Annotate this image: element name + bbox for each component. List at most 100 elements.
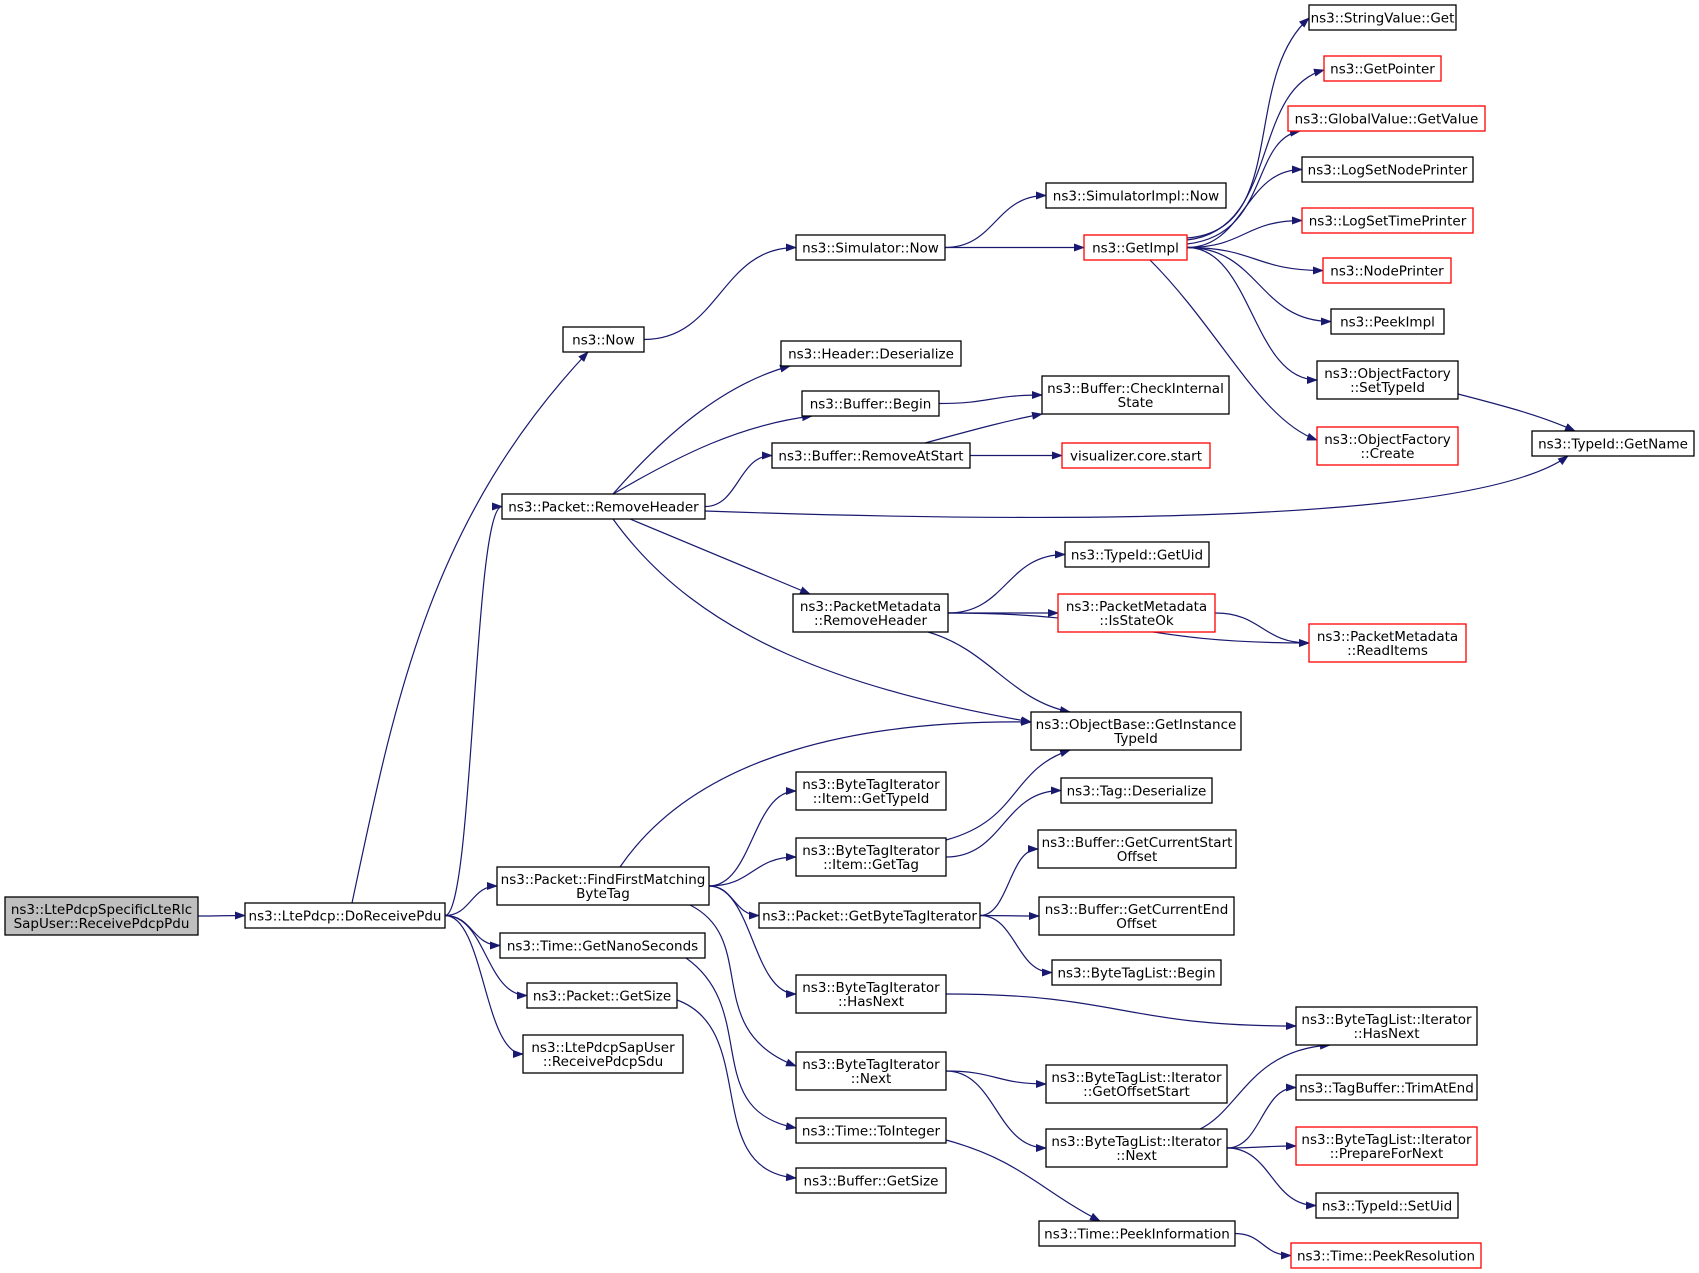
node-logSetTimePrinter[interactable]: ns3::LogSetTimePrinter [1301, 207, 1474, 234]
node-nodePrinter[interactable]: ns3::NodePrinter [1322, 257, 1452, 284]
node-packetGetSize[interactable]: ns3::Packet::GetSize [526, 982, 678, 1009]
node-getByteTagIterator[interactable]: ns3::Packet::GetByteTagIterator [758, 902, 981, 929]
edge-getImpl-to-ofCreate [1149, 259, 1318, 441]
node-box [496, 866, 710, 906]
nodes-layer: ns3::LtePdcpSpecificLteRlcSapUser::Recei… [4, 4, 1695, 1269]
node-getNanoSeconds[interactable]: ns3::Time::GetNanoSeconds [499, 932, 706, 959]
node-box [4, 896, 199, 936]
edge-bufferRemoveAtStart-to-checkInternalState [924, 411, 1043, 444]
node-box [795, 1167, 947, 1194]
node-label: ns3::NodePrinter [1330, 264, 1444, 280]
node-peekImpl[interactable]: ns3::PeekImpl [1330, 308, 1445, 335]
node-btiHasNext[interactable]: ns3::ByteTagIterator::HasNext [795, 974, 947, 1014]
node-box [1057, 593, 1216, 633]
node-box [1064, 541, 1210, 568]
node-label: ns3::PacketMetadata [800, 599, 941, 615]
node-itemGetTypeId[interactable]: ns3::ByteTagIterator::Item::GetTypeId [795, 771, 947, 811]
node-label: ::HasNext [838, 994, 904, 1010]
node-simImplNow[interactable]: ns3::SimulatorImpl::Now [1045, 182, 1227, 209]
node-ofSetTypeId[interactable]: ns3::ObjectFactory::SetTypeId [1316, 360, 1459, 400]
node-headerDeserialize[interactable]: ns3::Header::Deserialize [780, 340, 962, 367]
node-tagDeserialize[interactable]: ns3::Tag::Deserialize [1060, 777, 1213, 804]
node-now[interactable]: ns3::Now [562, 326, 645, 353]
node-label: ns3::ByteTagIterator [802, 1057, 940, 1073]
node-globalValueGetValue[interactable]: ns3::GlobalValue::GetValue [1287, 105, 1486, 132]
node-label: ns3::Buffer::GetSize [804, 1174, 939, 1190]
node-box [1030, 711, 1242, 751]
node-toInteger[interactable]: ns3::Time::ToInteger [795, 1117, 947, 1144]
node-receivePdcpSdu[interactable]: ns3::LtePdcpSapUser::ReceivePdcpSdu [522, 1034, 684, 1074]
node-pmRemoveHeader[interactable]: ns3::PacketMetadata::RemoveHeader [792, 593, 949, 633]
node-label: ns3::LogSetNodePrinter [1308, 163, 1468, 179]
node-getImpl[interactable]: ns3::GetImpl [1083, 234, 1188, 261]
node-box [1295, 1006, 1478, 1046]
node-label: ns3::TagBuffer::TrimAtEnd [1299, 1081, 1474, 1097]
edge-btiNext-to-btlNext [945, 1070, 1047, 1152]
edge-removeHeader-to-bufferRemoveAtStart [704, 451, 773, 508]
node-label: ns3::StringValue::Get [1311, 11, 1455, 27]
edge-btlNext-to-prepareForNext [1226, 1142, 1297, 1151]
node-bufferGetSize[interactable]: ns3::Buffer::GetSize [795, 1167, 947, 1194]
edge-getImpl-to-logSetTimePrinter [1186, 216, 1303, 249]
node-bufferBegin[interactable]: ns3::Buffer::Begin [801, 390, 940, 417]
node-btlHasNext[interactable]: ns3::ByteTagList::Iterator::HasNext [1295, 1006, 1478, 1046]
node-label: visualizer.core.start [1070, 449, 1202, 465]
node-box [244, 902, 446, 929]
edge-getByteTagIterator-to-getCurrentEndOffset [979, 911, 1040, 920]
node-btlNext[interactable]: ns3::ByteTagList::Iterator::Next [1045, 1128, 1228, 1168]
node-peekInformation[interactable]: ns3::Time::PeekInformation [1038, 1220, 1236, 1247]
node-typeIdGetUid[interactable]: ns3::TypeId::GetUid [1064, 541, 1210, 568]
node-prepareForNext[interactable]: ns3::ByteTagList::Iterator::PrepareForNe… [1295, 1126, 1478, 1166]
node-label: ns3::ByteTagList::Iterator [1051, 1134, 1222, 1150]
edge-findFirstMatching-to-getInstanceTypeId [619, 717, 1032, 868]
node-itemGetTag[interactable]: ns3::ByteTagIterator::Item::GetTag [795, 837, 947, 877]
edge-getImpl-to-getPointer [1186, 68, 1325, 241]
node-doReceivePdu[interactable]: ns3::LtePdcp::DoReceivePdu [244, 902, 446, 929]
node-box [795, 837, 947, 877]
node-btiNext[interactable]: ns3::ByteTagIterator::Next [795, 1051, 947, 1091]
node-ofCreate[interactable]: ns3::ObjectFactory::Create [1316, 426, 1459, 466]
node-label: ns3::Packet::GetByteTagIterator [762, 909, 977, 925]
node-peekResolution[interactable]: ns3::Time::PeekResolution [1290, 1242, 1482, 1269]
node-removeHeader[interactable]: ns3::Packet::RemoveHeader [501, 493, 706, 520]
node-isStateOk[interactable]: ns3::PacketMetadata::IsStateOk [1057, 593, 1216, 633]
node-typeIdGetName[interactable]: ns3::TypeId::GetName [1531, 430, 1695, 457]
node-label: ByteTag [576, 886, 630, 902]
node-byteTagListBegin[interactable]: ns3::ByteTagList::Begin [1051, 959, 1222, 986]
node-label: ns3::Packet::RemoveHeader [508, 500, 699, 516]
edge-getImpl-to-ofSetTypeId [1186, 246, 1318, 384]
node-stringValueGet[interactable]: ns3::StringValue::Get [1308, 4, 1457, 31]
node-logSetNodePrinter[interactable]: ns3::LogSetNodePrinter [1301, 156, 1474, 183]
node-box [1045, 182, 1227, 209]
node-trimAtEnd[interactable]: ns3::TagBuffer::TrimAtEnd [1295, 1074, 1478, 1101]
node-label: ns3::Time::ToInteger [802, 1124, 941, 1140]
edge-pmRemoveHeader-to-typeIdGetUid [947, 550, 1066, 614]
node-getPointer[interactable]: ns3::GetPointer [1323, 55, 1442, 82]
node-box [1531, 430, 1695, 457]
edge-getByteTagIterator-to-getCurrentStartOffset [979, 845, 1039, 917]
node-vizStart[interactable]: visualizer.core.start [1061, 442, 1211, 469]
node-bufferRemoveAtStart[interactable]: ns3::Buffer::RemoveAtStart [771, 442, 971, 469]
node-label: ns3::PacketMetadata [1317, 629, 1458, 645]
node-simulatorNow[interactable]: ns3::Simulator::Now [795, 234, 946, 261]
node-getOffsetStart[interactable]: ns3::ByteTagList::Iterator::GetOffsetSta… [1045, 1064, 1228, 1104]
node-label: ns3::ByteTagList::Iterator [1301, 1132, 1472, 1148]
node-label: ns3::Now [572, 333, 635, 349]
node-box [1323, 55, 1442, 82]
node-label: ns3::Time::GetNanoSeconds [507, 939, 698, 955]
node-root[interactable]: ns3::LtePdcpSpecificLteRlcSapUser::Recei… [4, 896, 199, 936]
node-typeIdSetUid[interactable]: ns3::TypeId::SetUid [1315, 1192, 1459, 1219]
node-box [795, 771, 947, 811]
node-label: ns3::GlobalValue::GetValue [1295, 112, 1479, 128]
node-box [1295, 1126, 1478, 1166]
node-readItems[interactable]: ns3::PacketMetadata::ReadItems [1308, 623, 1467, 663]
edge-getImpl-to-peekImpl [1186, 246, 1332, 326]
node-label: ns3::PacketMetadata [1066, 599, 1207, 615]
edge-simulatorNow-to-simImplNow [944, 191, 1047, 249]
